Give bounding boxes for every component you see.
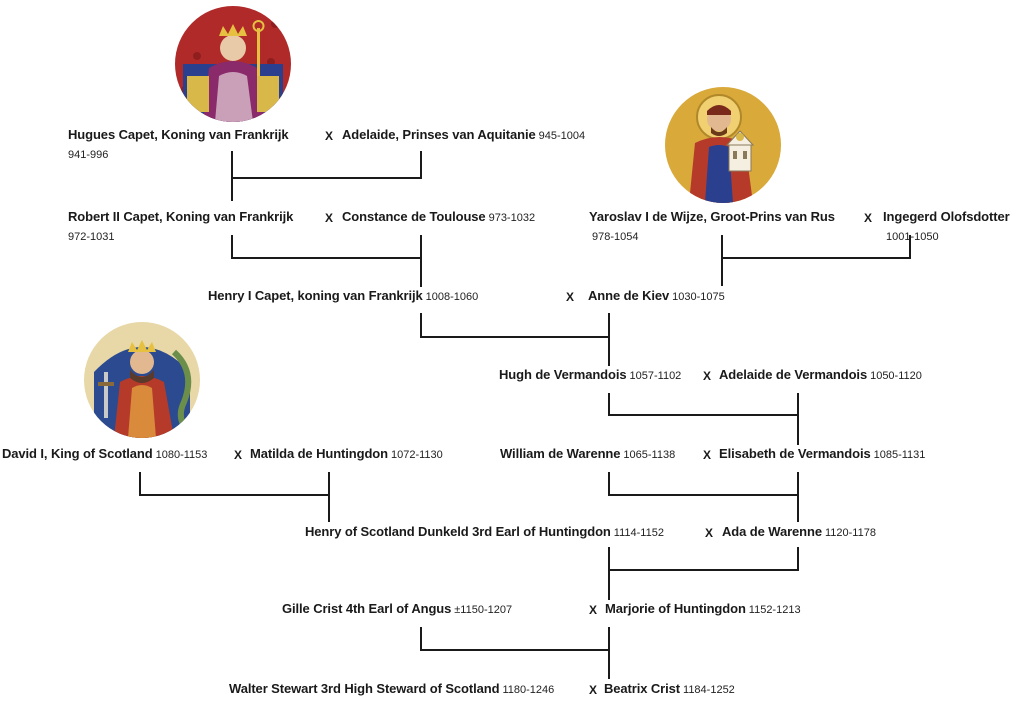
person-dates: 972-1031 bbox=[68, 231, 115, 243]
marriage-symbol: X bbox=[703, 448, 712, 462]
person-dates: 1114-1152 bbox=[613, 527, 664, 539]
person-name: Elisabeth de Vermandois bbox=[719, 446, 871, 461]
seated-king-portrait-icon bbox=[84, 322, 200, 438]
marriage-symbol: X bbox=[325, 129, 334, 143]
person-hugues-capet: Hugues Capet, Koning van Frankrijk 941-9… bbox=[68, 127, 289, 163]
person-name: David I, King of Scotland bbox=[2, 446, 153, 461]
person-dates: 1008-1060 bbox=[425, 291, 479, 303]
person-name: Beatrix Crist bbox=[604, 681, 681, 696]
person-name: Ada de Warenne bbox=[722, 524, 822, 539]
person-name: Yaroslav I de Wijze, Groot-Prins van Rus bbox=[589, 209, 835, 224]
portrait-hugues-capet bbox=[175, 6, 291, 122]
person-name: Ingegerd Olofsdotter bbox=[883, 209, 1010, 224]
person-dates: 1065-1138 bbox=[623, 449, 676, 461]
marriage-symbol: X bbox=[325, 211, 334, 225]
person-name: Walter Stewart 3rd High Steward of Scotl… bbox=[229, 681, 500, 696]
marriage-symbol: X bbox=[705, 526, 714, 540]
crowned-king-portrait-icon bbox=[175, 6, 291, 122]
marriage-symbol: X bbox=[589, 683, 598, 697]
person-dates: 1120-1178 bbox=[824, 527, 876, 539]
person-dates: 945-1004 bbox=[538, 130, 586, 142]
person-name: Robert II Capet, Koning van Frankrijk bbox=[68, 209, 294, 224]
person-name: Hugues Capet, Koning van Frankrijk bbox=[68, 127, 289, 142]
portrait-david-i bbox=[84, 322, 200, 438]
person-walter-stewart: Walter Stewart 3rd High Steward of Scotl… bbox=[229, 681, 554, 698]
marriage-symbol: X bbox=[589, 603, 598, 617]
person-dates: 1152-1213 bbox=[748, 604, 801, 616]
person-dates: 1080-1153 bbox=[155, 449, 208, 461]
person-name: Hugh de Vermandois bbox=[499, 367, 627, 382]
person-dates: 1001-1050 bbox=[886, 231, 939, 243]
person-dates: 1050-1120 bbox=[870, 370, 922, 382]
person-name: William de Warenne bbox=[500, 446, 621, 461]
person-henry-scotland: Henry of Scotland Dunkeld 3rd Earl of Hu… bbox=[305, 524, 664, 541]
person-robert-ii: Robert II Capet, Koning van Frankrijk 97… bbox=[68, 209, 293, 245]
person-dates: 978-1054 bbox=[592, 231, 639, 243]
person-dates: 1180-1246 bbox=[502, 684, 555, 696]
marriage-symbol: X bbox=[703, 369, 712, 383]
person-name: Adelaide, Prinses van Aquitanie bbox=[342, 127, 536, 142]
person-gille-crist: Gille Crist 4th Earl of Angus±1150-1207 bbox=[282, 601, 512, 618]
person-dates: 1072-1130 bbox=[391, 449, 443, 461]
person-name: Gille Crist 4th Earl of Angus bbox=[282, 601, 452, 616]
person-name: Henry I Capet, koning van Frankrijk bbox=[208, 288, 423, 303]
person-name: Anne de Kiev bbox=[588, 288, 670, 303]
person-name: Marjorie of Huntingdon bbox=[605, 601, 746, 616]
person-dates: 1030-1075 bbox=[672, 291, 725, 303]
person-dates: 1085-1131 bbox=[873, 449, 926, 461]
person-yaroslav: Yaroslav I de Wijze, Groot-Prins van Rus… bbox=[589, 209, 835, 245]
person-dates: 941-996 bbox=[68, 149, 109, 161]
person-name: Henry of Scotland Dunkeld 3rd Earl of Hu… bbox=[305, 524, 611, 539]
marriage-symbol: X bbox=[566, 290, 575, 304]
person-name: Constance de Toulouse bbox=[342, 209, 486, 224]
person-name: Adelaide de Vermandois bbox=[719, 367, 868, 382]
person-dates: ±1150-1207 bbox=[454, 604, 513, 616]
icon-saint-portrait-icon bbox=[665, 87, 781, 203]
person-dates: 973-1032 bbox=[488, 212, 536, 224]
portrait-yaroslav bbox=[665, 87, 781, 203]
person-name: Matilda de Huntingdon bbox=[250, 446, 388, 461]
person-dates: 1057-1102 bbox=[629, 370, 682, 382]
person-dates: 1184-1252 bbox=[683, 684, 735, 696]
marriage-symbol: X bbox=[864, 211, 873, 225]
person-ingegerd: Ingegerd Olofsdotter 1001-1050 bbox=[883, 209, 1010, 245]
marriage-symbol: X bbox=[234, 448, 243, 462]
